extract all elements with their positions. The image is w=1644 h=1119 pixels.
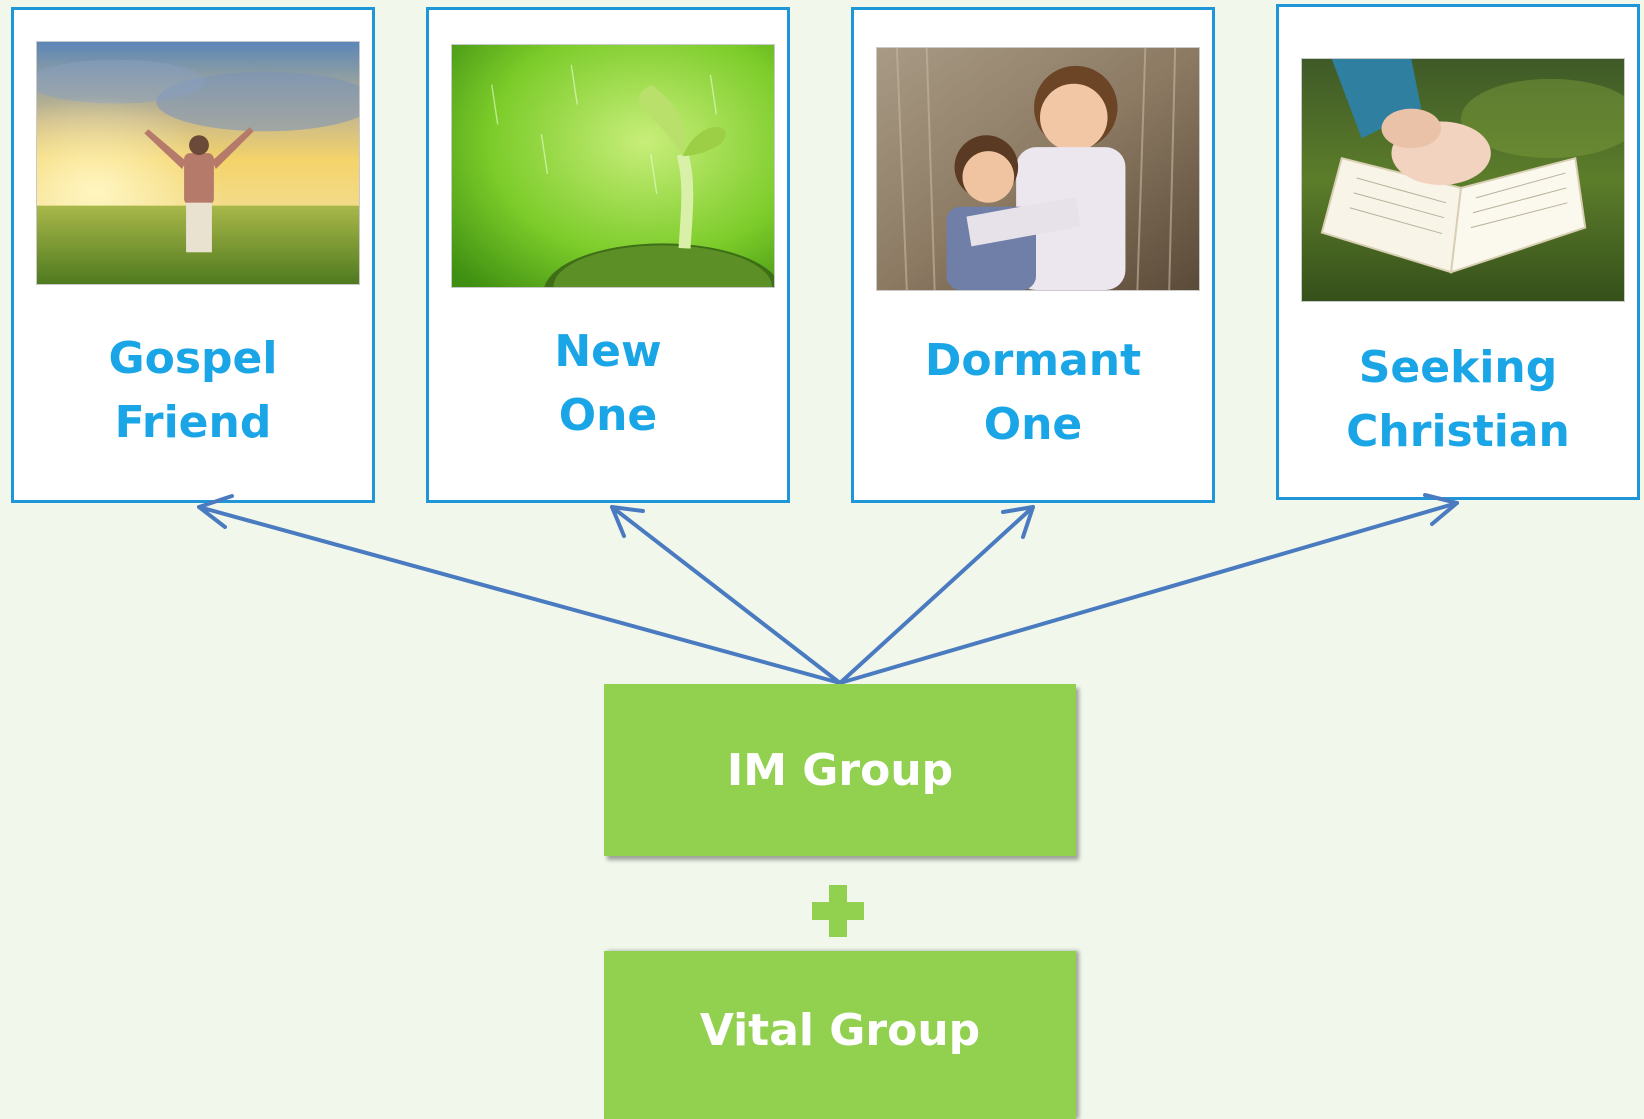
photo-hands-on-bible <box>1301 58 1625 302</box>
card-label: New One <box>429 320 787 448</box>
photo-two-boys-hugging <box>876 47 1200 291</box>
card-label-line1: Gospel <box>108 333 278 384</box>
vital-group-box: Vital Group <box>604 951 1076 1119</box>
card-label-line2: One <box>983 399 1083 450</box>
arrow-to-seeking-christian <box>838 493 1459 685</box>
photo-person-raising-arms <box>36 41 360 285</box>
card-label: Gospel Friend <box>14 327 372 455</box>
card-label-line2: One <box>558 390 658 441</box>
plus-icon <box>812 885 864 937</box>
arrow-to-new-one <box>610 505 842 685</box>
card-dormant-one: Dormant One <box>851 7 1215 503</box>
card-seeking-christian: Seeking Christian <box>1276 4 1640 500</box>
photo-green-seedling <box>451 44 775 288</box>
im-group-label: IM Group <box>726 744 954 796</box>
vital-group-label: Vital Group <box>699 1004 981 1056</box>
card-gospel-friend: Gospel Friend <box>11 7 375 503</box>
im-group-box: IM Group <box>604 684 1076 856</box>
card-label: Seeking Christian <box>1279 336 1637 464</box>
card-label: Dormant One <box>854 329 1212 457</box>
card-label-line2: Friend <box>114 397 272 448</box>
arrow-to-gospel-friend <box>197 494 842 685</box>
card-label-line2: Christian <box>1346 406 1570 457</box>
card-label-line1: Dormant <box>924 335 1142 386</box>
card-label-line1: Seeking <box>1358 342 1558 393</box>
arrow-to-dormant-one <box>838 505 1035 685</box>
card-label-line1: New <box>554 326 662 377</box>
card-new-one: New One <box>426 7 790 503</box>
